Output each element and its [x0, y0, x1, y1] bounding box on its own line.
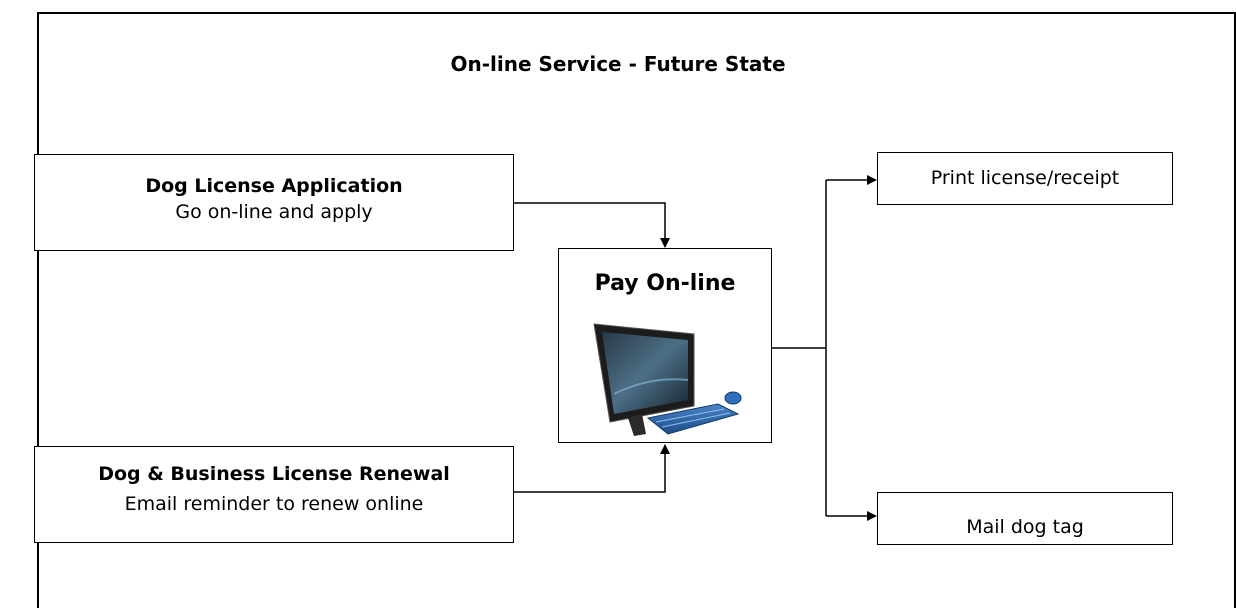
- mail-dog-tag-label: Mail dog tag: [966, 516, 1084, 538]
- renewal-subtext: Email reminder to renew online: [124, 493, 424, 515]
- renewal-heading: Dog & Business License Renewal: [98, 463, 450, 485]
- print-license-box: Print license/receipt: [877, 152, 1173, 205]
- print-license-label: Print license/receipt: [930, 167, 1120, 189]
- computer-icon: [593, 323, 742, 436]
- license-renewal-box: Dog & Business License Renewal Email rem…: [34, 446, 514, 543]
- application-subtext: Go on-line and apply: [175, 201, 373, 223]
- arrow-renewal-to-pay: [514, 444, 670, 493]
- diagram-title: On-line Service - Future State: [450, 52, 786, 76]
- dog-license-application-box: Dog License Application Go on-line and a…: [34, 154, 514, 251]
- mail-dog-tag-box: Mail dog tag: [877, 492, 1173, 545]
- pay-online-label: Pay On-line: [594, 271, 736, 296]
- application-heading: Dog License Application: [145, 175, 403, 197]
- arrow-application-to-pay: [514, 202, 670, 248]
- diagram-frame: [37, 12, 1236, 608]
